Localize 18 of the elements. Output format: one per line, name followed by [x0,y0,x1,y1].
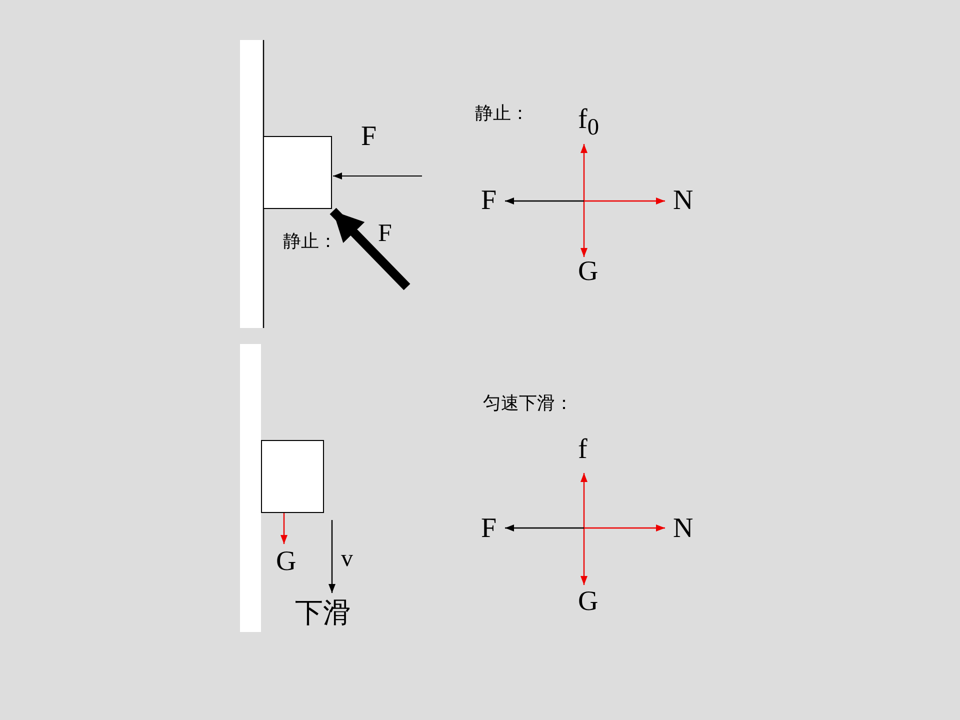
force-label: G [578,258,598,286]
force-label: G [276,548,296,576]
force-label: f$_{0}$ [578,106,599,140]
block [263,136,332,209]
state-label: 匀速下滑： [483,394,573,412]
motion-label: 下滑 [295,600,351,628]
state-label: 静止： [475,104,529,122]
state-label: 静止： [283,232,337,250]
velocity-label: v [341,547,353,571]
force-label: F [481,187,497,215]
force-label: F [361,123,377,151]
force-label: F [378,221,392,246]
force-label: N [673,187,694,215]
force-label: F [481,515,497,543]
force-label: N [673,515,694,543]
force-label: f [578,436,588,464]
block [261,440,324,513]
force-label: G [578,588,598,616]
